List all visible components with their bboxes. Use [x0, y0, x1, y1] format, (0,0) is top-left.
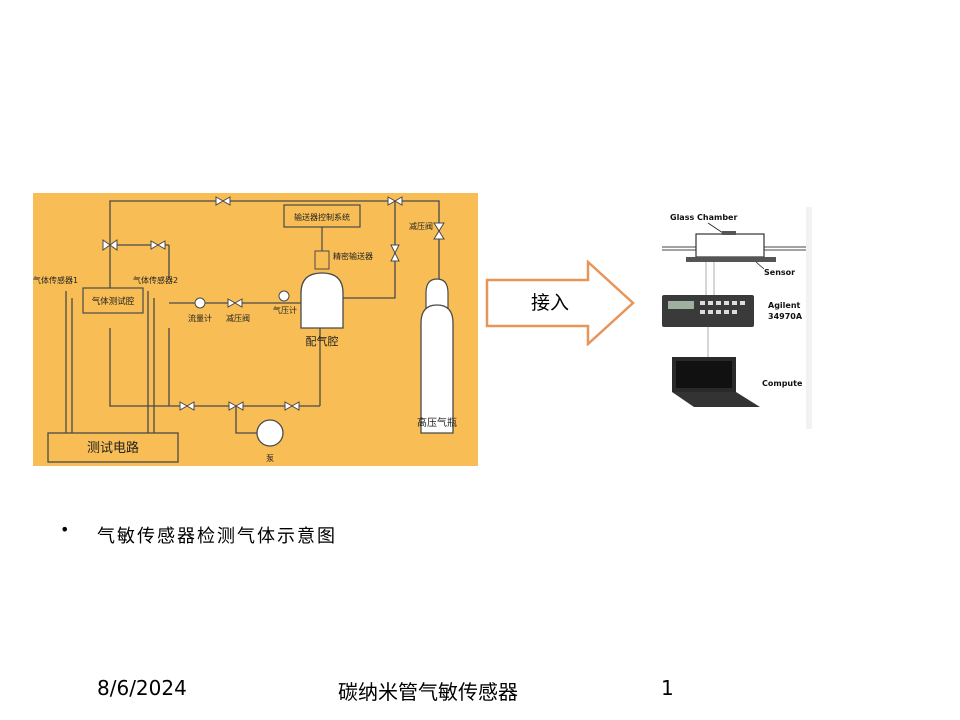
test-chamber-label: 气体测试腔 [92, 296, 135, 307]
pressure-gauge-label: 气压计 [273, 305, 297, 315]
cylinder-neck [425, 278, 449, 314]
gas-test-schematic: 气体测试腔 气体传感器1 气体传感器2 流量计 减压阀 气压计 输送器控制系统 … [33, 193, 478, 466]
flowmeter-label: 流量计 [188, 313, 212, 323]
sensor1-label: 气体传感器1 [33, 275, 78, 285]
flowmeter-symbol [194, 297, 206, 309]
test-chamber-box [82, 287, 144, 314]
equipment-setup: Glass Chamber Sensor Agilent 34970A Comp… [656, 207, 812, 429]
pressure-gauge-symbol [278, 290, 290, 302]
sensor2-label: 气体传感器2 [133, 275, 178, 285]
test-circuit-box [47, 432, 179, 463]
footer-title: 碳纳米管气敏传感器 [338, 680, 518, 704]
precision-conveyor-symbol [314, 250, 330, 270]
valves [102, 196, 445, 411]
footer-date: 8/6/2024 [97, 676, 187, 700]
computer-label: Compute [762, 379, 803, 388]
mixing-chamber-vessel [300, 272, 344, 329]
pump-label: 泵 [266, 454, 274, 463]
gas-cylinder-label: 高压气瓶 [417, 416, 457, 429]
glass-chamber-label: Glass Chamber [670, 213, 737, 222]
test-circuit-label: 测试电路 [87, 440, 139, 456]
sensor-label: Sensor [764, 268, 795, 277]
precision-conveyor-label: 精密输送器 [333, 251, 373, 261]
page-number: 1 [661, 676, 674, 700]
agilent-label: Agilent [768, 301, 801, 310]
arrow-label: 接入 [530, 292, 569, 314]
gas-cylinder [420, 304, 454, 434]
schematic-background [33, 193, 478, 466]
laptop-base [672, 392, 760, 407]
pump-symbol [256, 419, 284, 447]
mixing-chamber-label: 配气腔 [306, 334, 339, 348]
caption-text: 气敏传感器检测气体示意图 [97, 526, 337, 547]
arrow-shape [485, 260, 635, 346]
pressure-reducer-top-label: 减压阀 [409, 221, 433, 231]
sensor-plate [686, 257, 776, 262]
pressure-reducer-mid-label: 减压阀 [226, 313, 250, 323]
agilent-model-label: 34970A [768, 312, 803, 321]
control-system-label: 输送器控制系统 [294, 212, 350, 222]
bullet-symbol: • [60, 520, 70, 539]
connect-arrow [485, 260, 635, 346]
glass-chamber-box [695, 233, 765, 258]
